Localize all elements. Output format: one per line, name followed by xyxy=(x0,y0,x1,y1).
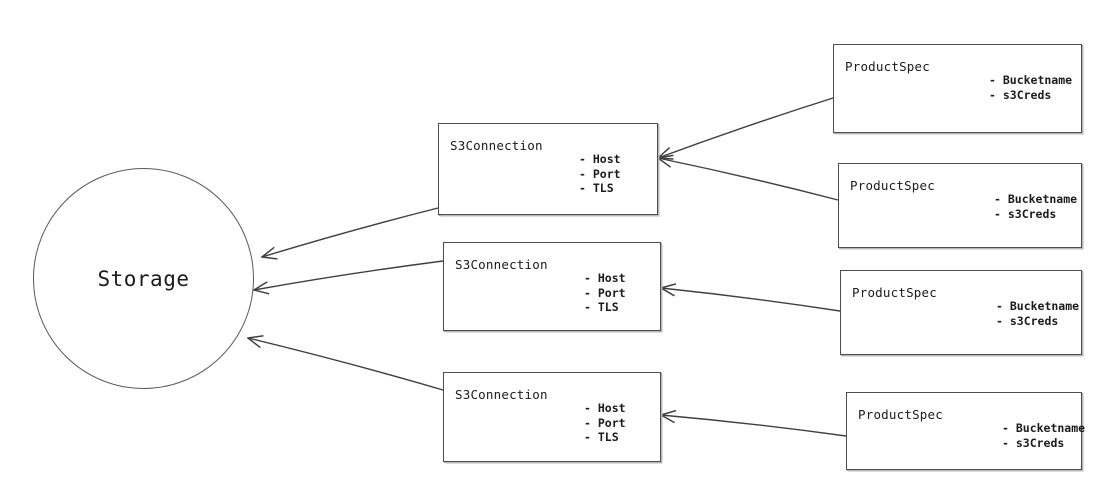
productspec-field: - Bucketname xyxy=(996,299,1080,313)
edge-s3connection-3-to-storage xyxy=(247,335,444,391)
productspec-field: - s3Creds xyxy=(994,206,1057,221)
s3connection-title: S3Connection xyxy=(455,387,548,402)
arrowhead-stroke xyxy=(261,256,278,260)
arrowhead-stroke xyxy=(247,335,264,339)
productspec-box[interactable]: ProductSpec - Bucketname- s3Creds xyxy=(840,270,1082,355)
productspec-box[interactable]: ProductSpec - Bucketname- s3Creds xyxy=(833,44,1082,133)
arrowhead-stroke xyxy=(253,289,270,295)
s3connection-field: - Port xyxy=(579,166,621,181)
storage-label: Storage xyxy=(97,266,190,291)
arrowhead-stroke xyxy=(253,281,268,291)
arrowhead-stroke xyxy=(660,410,677,416)
productspec-field: - s3Creds xyxy=(989,87,1052,102)
arrowhead-stroke xyxy=(657,157,674,160)
s3connection-field: - Host xyxy=(584,271,626,285)
productspec-field-list: - Bucketname- s3Creds xyxy=(989,73,1072,102)
productspec-title: ProductSpec xyxy=(845,59,930,74)
edge-productspec-1-to-s3connection-1 xyxy=(657,97,834,160)
s3connection-box[interactable]: S3Connection - Host- Port- TLS xyxy=(443,242,661,331)
s3connection-field: - TLS xyxy=(579,181,614,195)
productspec-title: ProductSpec xyxy=(858,407,943,422)
productspec-field: - Bucketname xyxy=(1002,421,1086,435)
productspec-field-list: - Bucketname- s3Creds xyxy=(1002,421,1085,450)
s3connection-field: - TLS xyxy=(584,430,619,444)
s3connection-field: - Port xyxy=(584,415,626,430)
s3connection-box[interactable]: S3Connection - Host- Port- TLS xyxy=(443,372,661,462)
s3connection-title: S3Connection xyxy=(450,138,543,153)
productspec-field: - s3Creds xyxy=(996,313,1059,328)
edge-productspec-3-to-s3connection-2 xyxy=(660,283,841,312)
edge-s3connection-1-to-storage xyxy=(261,207,439,260)
s3connection-field: - Host xyxy=(584,401,626,415)
productspec-field-list: - Bucketname- s3Creds xyxy=(996,299,1079,328)
edge-productspec-2-to-s3connection-1 xyxy=(657,154,839,201)
arrowhead-stroke xyxy=(261,246,275,258)
s3connection-field-list: - Host- Port- TLS xyxy=(579,152,621,196)
s3connection-field-list: - Host- Port- TLS xyxy=(584,271,626,315)
productspec-box[interactable]: ProductSpec - Bucketname- s3Creds xyxy=(838,163,1082,248)
productspec-field-list: - Bucketname- s3Creds xyxy=(994,192,1077,221)
s3connection-field: - TLS xyxy=(584,300,619,314)
productspec-field: - s3Creds xyxy=(1002,435,1065,450)
productspec-title: ProductSpec xyxy=(850,178,935,193)
s3connection-field: - Port xyxy=(584,285,626,300)
s3connection-field-list: - Host- Port- TLS xyxy=(584,401,626,445)
arrowhead-stroke xyxy=(660,287,675,297)
arrowhead-stroke xyxy=(657,154,674,159)
productspec-box[interactable]: ProductSpec - Bucketname- s3Creds xyxy=(846,392,1085,470)
arrowhead-stroke xyxy=(657,147,670,159)
arrowhead-stroke xyxy=(660,283,677,289)
arrowhead-stroke xyxy=(247,337,261,348)
arrowhead-stroke xyxy=(657,157,671,168)
productspec-field: - Bucketname xyxy=(989,73,1073,87)
productspec-field: - Bucketname xyxy=(994,192,1078,206)
storage-circle-node[interactable]: Storage xyxy=(33,168,254,389)
arrowhead-stroke xyxy=(660,414,675,424)
productspec-title: ProductSpec xyxy=(852,285,937,300)
edge-productspec-4-to-s3connection-3 xyxy=(660,410,847,437)
edge-s3connection-2-to-storage xyxy=(253,260,444,295)
s3connection-title: S3Connection xyxy=(455,257,548,272)
s3connection-box[interactable]: S3Connection - Host- Port- TLS xyxy=(438,123,658,215)
s3connection-field: - Host xyxy=(579,152,621,166)
